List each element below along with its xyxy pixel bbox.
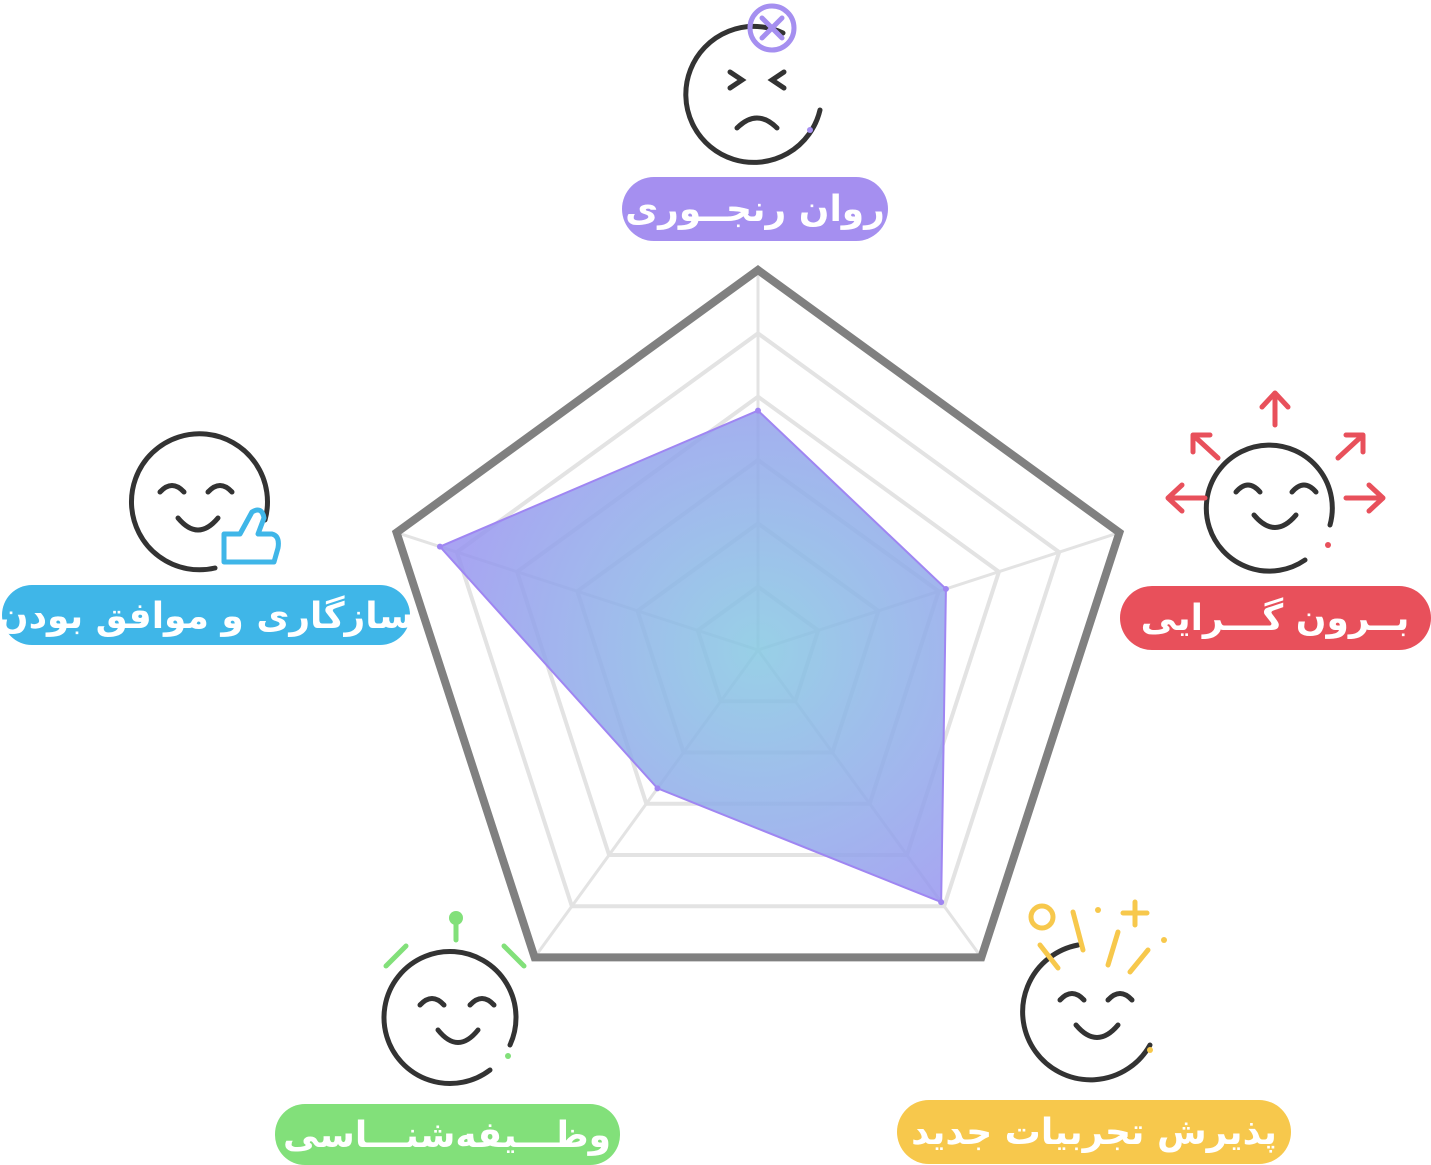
data-area — [438, 409, 947, 904]
neuroticism-x-mark — [759, 15, 785, 41]
openness-face-icon — [1020, 942, 1153, 1083]
thumbs-up-icon — [221, 507, 281, 565]
openness-dot-2 — [1161, 937, 1167, 943]
conscientiousness-dot-icon — [505, 1053, 511, 1059]
label-agreeableness: سازگاری و موافق بودن — [0, 585, 414, 645]
label-extraversion: بــرون گـــرایی — [1120, 586, 1431, 650]
extraversion-arrows-icon — [1165, 390, 1386, 514]
data-point-conscientiousness — [654, 785, 661, 792]
openness-dot-3 — [1147, 1047, 1153, 1053]
outer-ring — [391, 265, 1125, 962]
extraversion-dot-icon — [1325, 542, 1331, 548]
neuroticism-dot-icon — [807, 127, 813, 133]
label-openness-text: پذیرش تجربیات جدید — [911, 1112, 1277, 1153]
conscientiousness-antenna-ball — [449, 911, 463, 925]
conscientiousness-face-icon — [381, 949, 519, 1086]
neuroticism-x-icon — [747, 3, 797, 53]
data-point-openness — [938, 899, 945, 906]
neuroticism-face-icon — [683, 23, 823, 165]
label-conscientiousness: وظـــیفه‌شنـــاسی — [275, 1104, 620, 1165]
data-point-neuroticism — [755, 407, 761, 414]
grid-ring — [454, 330, 1062, 909]
openness-sparkle-icon — [1028, 899, 1151, 975]
label-agreeableness-text: سازگاری و موافق بودن — [0, 595, 414, 637]
label-extraversion-text: بــرون گـــرایی — [1141, 597, 1410, 639]
label-neuroticism: روان رنجــوری — [622, 177, 888, 241]
extraversion-face-icon — [1203, 442, 1335, 574]
conscientiousness-antenna-icon — [383, 919, 527, 969]
data-point-extraversion — [942, 585, 949, 592]
label-conscientiousness-text: وظـــیفه‌شنـــاسی — [283, 1115, 611, 1156]
openness-dot-1 — [1095, 907, 1101, 913]
data-point-agreeableness — [436, 543, 443, 550]
label-openness: پذیرش تجربیات جدید — [897, 1100, 1291, 1164]
agreeableness-face-icon — [128, 431, 270, 573]
label-neuroticism-text: روان رنجــوری — [625, 189, 885, 230]
